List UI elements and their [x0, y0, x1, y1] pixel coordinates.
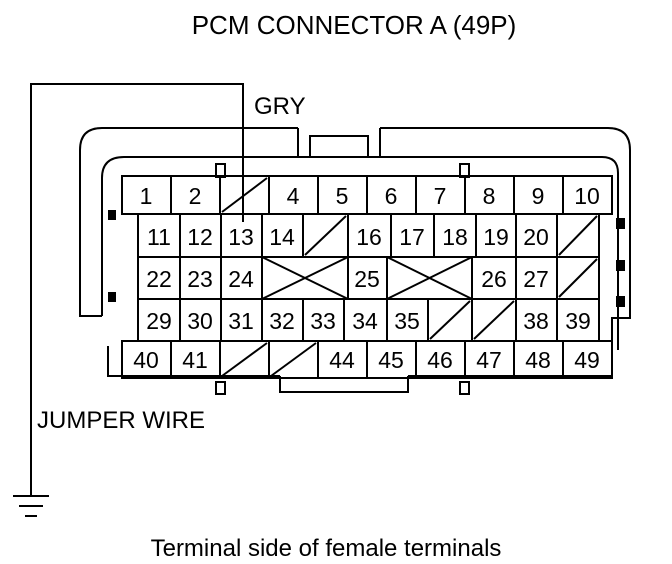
terminal-33: 33 [310, 308, 336, 334]
terminal-12: 12 [187, 224, 213, 250]
terminal-39: 39 [565, 308, 591, 334]
terminal-2: 2 [189, 183, 202, 209]
terminal-11: 11 [147, 224, 171, 250]
terminal-47: 47 [476, 347, 502, 373]
terminal-row-1: 1 2 4 5 6 7 8 9 10 [121, 175, 613, 215]
diagram-caption: Terminal side of female terminals [151, 535, 502, 562]
terminal-32: 32 [269, 308, 295, 334]
terminal-9: 9 [532, 183, 545, 209]
terminal-6: 6 [385, 183, 398, 209]
terminal-row-4: 29 30 31 32 33 34 35 38 39 [137, 298, 600, 342]
blocked-cavity-x-right [386, 256, 473, 300]
terminal-46: 46 [427, 347, 453, 373]
terminal-40: 40 [133, 347, 159, 373]
ground-icon [13, 495, 49, 517]
empty-cavity-42 [221, 342, 268, 377]
terminal-34: 34 [352, 308, 378, 334]
terminal-29: 29 [146, 308, 172, 334]
terminal-30: 30 [187, 308, 213, 334]
empty-cavity-37 [473, 300, 515, 340]
terminal-5: 5 [336, 183, 349, 209]
jumper-wire [30, 83, 244, 496]
terminal-14: 14 [269, 224, 295, 250]
terminal-13: 13 [228, 224, 254, 250]
terminal-19: 19 [483, 224, 509, 250]
terminal-10: 10 [574, 183, 600, 209]
terminal-45: 45 [378, 347, 404, 373]
terminal-20: 20 [523, 224, 549, 250]
terminal-38: 38 [523, 308, 549, 334]
terminal-17: 17 [399, 224, 425, 250]
terminal-22: 22 [146, 266, 172, 292]
terminal-23: 23 [187, 266, 213, 292]
terminal-row-2: 11 12 13 14 16 17 18 19 20 [137, 213, 600, 258]
terminal-8: 8 [483, 183, 496, 209]
terminal-27: 27 [523, 266, 549, 292]
terminal-row-3: 22 23 24 25 26 27 [137, 256, 600, 300]
terminal-24: 24 [228, 266, 254, 292]
terminal-31: 31 [228, 308, 254, 334]
terminal-26: 26 [481, 266, 507, 292]
terminal-35: 35 [394, 308, 420, 334]
empty-cavity-28 [558, 258, 598, 298]
terminal-48: 48 [525, 347, 551, 373]
terminal-16: 16 [356, 224, 382, 250]
empty-cavity-36 [429, 300, 471, 340]
terminal-44: 44 [329, 347, 355, 373]
empty-cavity-15 [304, 215, 347, 256]
terminal-4: 4 [287, 183, 300, 209]
terminal-25: 25 [354, 266, 380, 292]
empty-cavity-3 [221, 177, 268, 213]
terminal-1: 1 [140, 183, 153, 209]
terminal-49: 49 [574, 347, 600, 373]
terminal-41: 41 [182, 347, 208, 373]
terminal-7: 7 [434, 183, 447, 209]
wire-color-label: GRY [254, 93, 306, 120]
terminal-row-5: 40 41 44 45 46 47 48 49 [121, 340, 613, 379]
blocked-cavity-x-left [261, 256, 349, 300]
empty-cavity-21 [558, 215, 598, 256]
jumper-wire-label: JUMPER WIRE [37, 407, 205, 434]
diagram-title: PCM CONNECTOR A (49P) [192, 10, 517, 40]
terminal-18: 18 [442, 224, 468, 250]
empty-cavity-43 [270, 342, 317, 377]
